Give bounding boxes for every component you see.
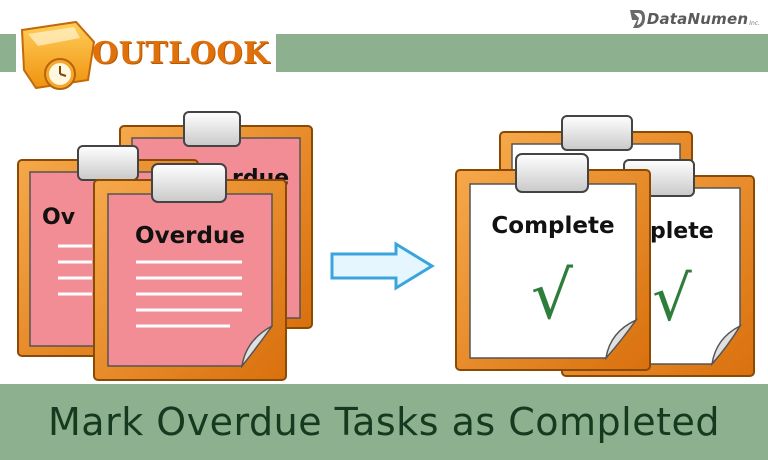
overdue-clipboard-front: Overdue: [93, 163, 287, 381]
banner-title: Mark Overdue Tasks as Completed: [48, 400, 720, 444]
overdue-label: Overdue: [135, 223, 245, 249]
complete-label: Complete: [491, 213, 614, 239]
right-arrow-icon: [330, 241, 435, 291]
outlook-wordmark: OUTLOOK: [92, 36, 270, 71]
check-mark-icon-right: √: [652, 262, 692, 335]
header-band-right: [276, 34, 768, 72]
brand-name: DataNumen: [646, 10, 749, 28]
check-mark-icon: √: [531, 257, 574, 334]
datanumen-logo: DataNumen Inc.: [627, 4, 760, 34]
complete-label-partial: plete: [650, 219, 714, 244]
outlook-logo-icon: [20, 20, 96, 90]
illustration: rdue Ov Overdue plete √: [17, 111, 755, 381]
complete-clipboard-front: Complete √: [455, 153, 651, 371]
brand-suffix: Inc.: [749, 19, 760, 27]
overdue-label-partial-left: Ov: [42, 205, 76, 230]
datanumen-mark-icon: [629, 10, 645, 28]
title-banner: [0, 384, 768, 460]
header-band-left: [0, 34, 16, 72]
